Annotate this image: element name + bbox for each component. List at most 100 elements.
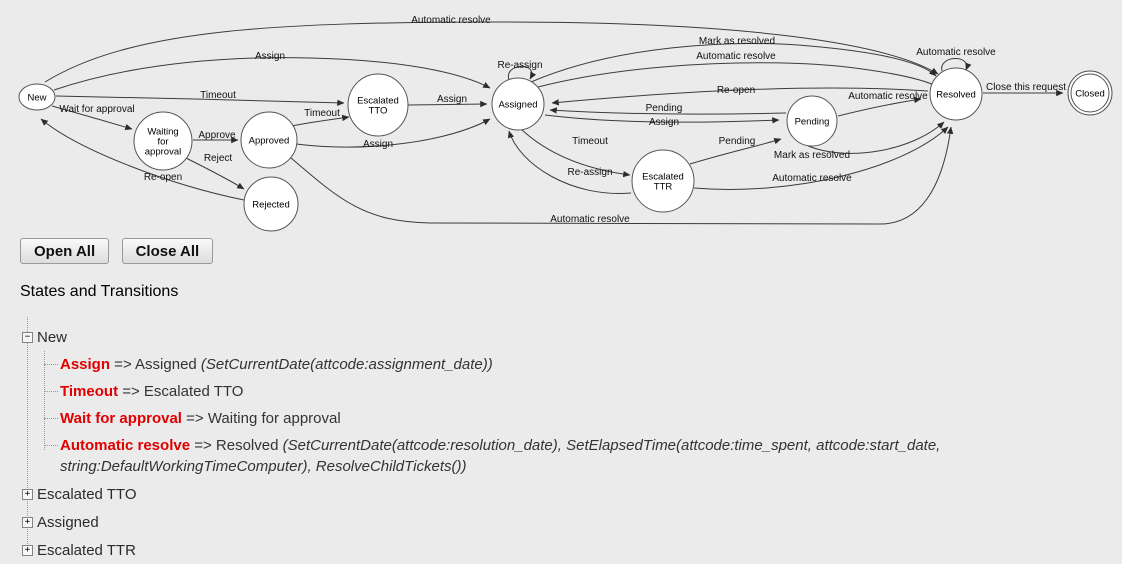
tree-transition-arrow: => (118, 383, 144, 400)
tree-transition-name: Wait for approval (60, 410, 182, 427)
tree-state-label: Assigned (37, 513, 99, 531)
transition-edge-pending-assigned (549, 107, 787, 115)
tree-toolbar: Open All Close All (20, 238, 1122, 264)
transition-edge-label: Assign (437, 94, 467, 105)
tree-state-row: + Escalated TTR (22, 536, 1122, 564)
transition-edge-label: Automatic resolve (411, 15, 491, 26)
tree-state-label: New (37, 328, 68, 346)
state-node-label: Assigned (498, 100, 537, 111)
expand-icon[interactable]: + (22, 488, 33, 500)
transition-edge-rejected-new (40, 118, 245, 201)
tree-guide-stub (44, 364, 58, 365)
tree-transition-row: Assign => Assigned (SetCurrentDate(attco… (44, 351, 1002, 378)
transition-edge-esc_ttr-resolved (693, 126, 949, 190)
transition-edge-label: Timeout (304, 108, 340, 119)
tree-transition-arrow: => (181, 410, 208, 427)
transition-edge-new-esc_tto (55, 95, 345, 106)
state-node-label: Pending (795, 117, 830, 128)
transition-edge-label: Re-open (144, 172, 182, 183)
transition-edge-assigned-assigned (507, 65, 537, 81)
transition-edge-label: Pending (646, 103, 683, 114)
collapse-icon[interactable]: − (22, 331, 33, 343)
transition-edge-esc_tto-assigned (407, 100, 488, 108)
transition-edge-label: Approve (198, 130, 236, 141)
transition-edge-new-assigned (53, 57, 491, 91)
transition-edge-label: Timeout (572, 136, 608, 147)
tree-transition-target: Assigned (135, 356, 197, 373)
state-node-label: Closed (1075, 89, 1105, 100)
tree-transition-row: Timeout => Escalated TTO (44, 378, 1002, 405)
transition-edge-label: Mark as resolved (699, 36, 775, 47)
tree-transition-target: Escalated TTO (143, 383, 244, 400)
transition-edge-new-waiting (51, 105, 133, 131)
transition-edge-label: Timeout (200, 90, 236, 101)
tree-state-label: Escalated TTO (37, 485, 137, 503)
tree-transition-name: Assign (60, 356, 111, 373)
expand-icon[interactable]: + (22, 544, 33, 556)
transition-edge-pending-resolved (837, 96, 922, 117)
tree-transition-arrow: => (110, 356, 136, 373)
transition-edge-esc_ttr-pending (689, 137, 782, 165)
transition-edge-label: Automatic resolve (696, 51, 776, 62)
tree-transition-actions: (SetCurrentDate(attcode:assignment_date)… (196, 356, 493, 373)
tree-state-row: −New (22, 323, 1122, 351)
transition-edge-label: Automatic resolve (550, 214, 630, 225)
tree-state-row: + Escalated TTO (22, 480, 1122, 508)
transition-edge-label: Re-open (717, 85, 755, 96)
open-all-button[interactable]: Open All (20, 238, 110, 264)
transition-edge-approved-assigned (295, 118, 491, 148)
tree-transition-target: Resolved (215, 437, 279, 454)
tree-transition-name: Automatic resolve (60, 437, 191, 454)
transition-edge-label: Pending (719, 136, 756, 147)
transition-edge-label: Automatic resolve (916, 47, 996, 58)
expand-icon[interactable]: + (22, 516, 33, 528)
transition-edge-assigned-esc_ttr (520, 128, 631, 178)
transition-edge-assigned-resolved (530, 43, 937, 83)
transition-edge-assigned-pending (544, 114, 780, 124)
tree-state-row: + Assigned (22, 508, 1122, 536)
transition-edge-resolved-assigned (551, 87, 929, 106)
tree-guide-stub (44, 445, 58, 446)
close-all-button[interactable]: Close All (121, 238, 214, 264)
transition-edge-waiting-rejected (185, 157, 245, 190)
tree-guide-stub (44, 418, 58, 419)
transition-edge-approved-esc_tto (290, 114, 350, 127)
tree-state-label: Escalated TTR (37, 541, 136, 559)
transition-edge-label: Mark as resolved (774, 150, 850, 161)
transition-edge-label: Re-assign (567, 167, 612, 178)
tree-transition-arrow: => (190, 437, 216, 454)
transition-edge-new-resolved (44, 21, 939, 83)
state-node-label: New (27, 93, 46, 104)
transition-edge-pending-resolved (807, 121, 945, 154)
transition-edge-assigned-resolved (537, 62, 939, 88)
transition-edge-label: Automatic resolve (848, 91, 928, 102)
tree-transitions: Assign => Assigned (SetCurrentDate(attco… (44, 351, 1002, 480)
transition-edge-label: Assign (255, 51, 285, 62)
transition-edge-label: Wait for approval (59, 104, 134, 115)
tree-transition-actions: (SetCurrentDate(attcode:resolution_date)… (60, 437, 941, 475)
transition-edge-approved-resolved (290, 126, 954, 225)
state-node-resolved: Resolved (929, 67, 983, 121)
state-node-pending: Pending (786, 95, 838, 147)
transition-edge-resolved-resolved (941, 58, 972, 72)
state-node-new: New (18, 83, 56, 111)
section-title: States and Transitions (20, 283, 179, 300)
state-node-approved: Approved (240, 111, 298, 169)
tree-guide-stub (44, 391, 58, 392)
state-node-closed: Closed (1067, 70, 1113, 116)
tree-transition-row: Wait for approval => Waiting for approva… (44, 405, 1002, 432)
transition-edge-label: Close this request (986, 82, 1066, 93)
state-node-label: Resolved (936, 90, 976, 101)
transition-edge-label: Re-assign (497, 60, 542, 71)
transition-edge-label: Assign (363, 139, 393, 150)
